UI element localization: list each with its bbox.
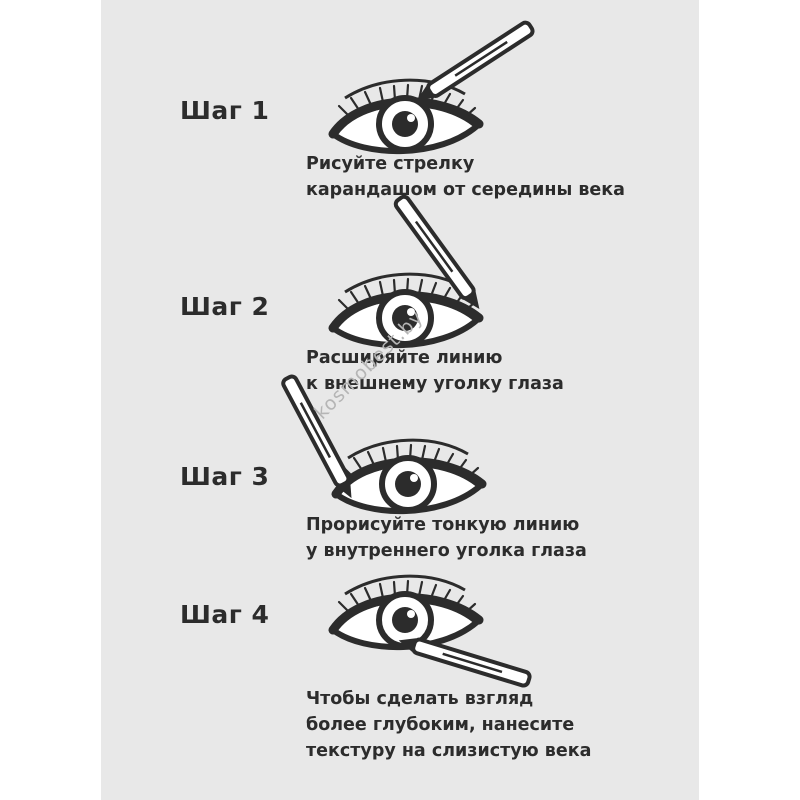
step-1-line-1: Рисуйте стрелку <box>306 154 475 174</box>
pencil-icon <box>394 631 533 689</box>
eye-icon <box>333 80 479 151</box>
step-3-line-2: у внутреннего уголка глаза <box>306 541 587 561</box>
eye-icon <box>336 440 482 511</box>
step-2-text: Расширяйте линию к внешнему уголку глаза <box>306 345 564 397</box>
step-3-text: Прорисуйте тонкую линию у внутреннего уг… <box>306 512 587 564</box>
step-2-label: Шаг 2 <box>180 292 270 321</box>
step-4-label: Шаг 4 <box>180 600 270 629</box>
step-4-line-3: текстуру на слизистую века <box>306 741 592 761</box>
pencil-icon <box>410 18 537 109</box>
eye-icon <box>333 576 479 647</box>
step-3-label: Шаг 3 <box>180 462 270 491</box>
step-3-line-1: Прорисуйте тонкую линию <box>306 515 580 535</box>
step-1-label: Шаг 1 <box>180 96 270 125</box>
step-4-line-2: более глубоким, нанесите <box>306 715 575 735</box>
step-2-line-1: Расширяйте линию <box>306 348 503 368</box>
step-1-line-2: карандашом от середины века <box>306 180 625 200</box>
step-1-text: Рисуйте стрелку карандашом от середины в… <box>306 151 625 203</box>
step-2-line-2: к внешнему уголку глаза <box>306 374 564 394</box>
step-4-text: Чтобы сделать взгляд более глубоким, нан… <box>306 686 591 764</box>
step-4-line-1: Чтобы сделать взгляд <box>306 689 534 709</box>
